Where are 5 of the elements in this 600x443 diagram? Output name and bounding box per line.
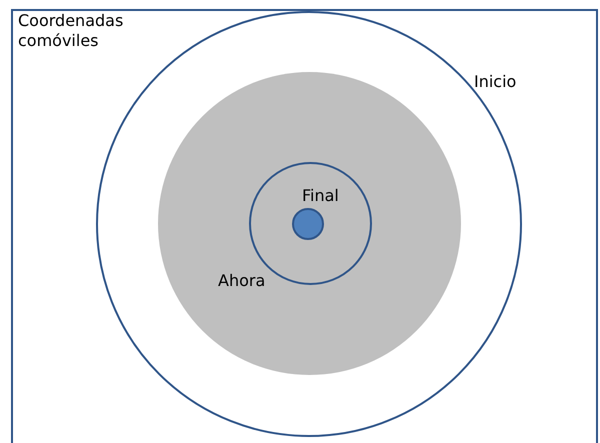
frame-border <box>11 9 598 443</box>
label: Inicio <box>474 72 516 92</box>
label: Final <box>302 186 339 206</box>
label: Coordenadas comóviles <box>18 11 124 51</box>
label: Ahora <box>218 271 266 291</box>
